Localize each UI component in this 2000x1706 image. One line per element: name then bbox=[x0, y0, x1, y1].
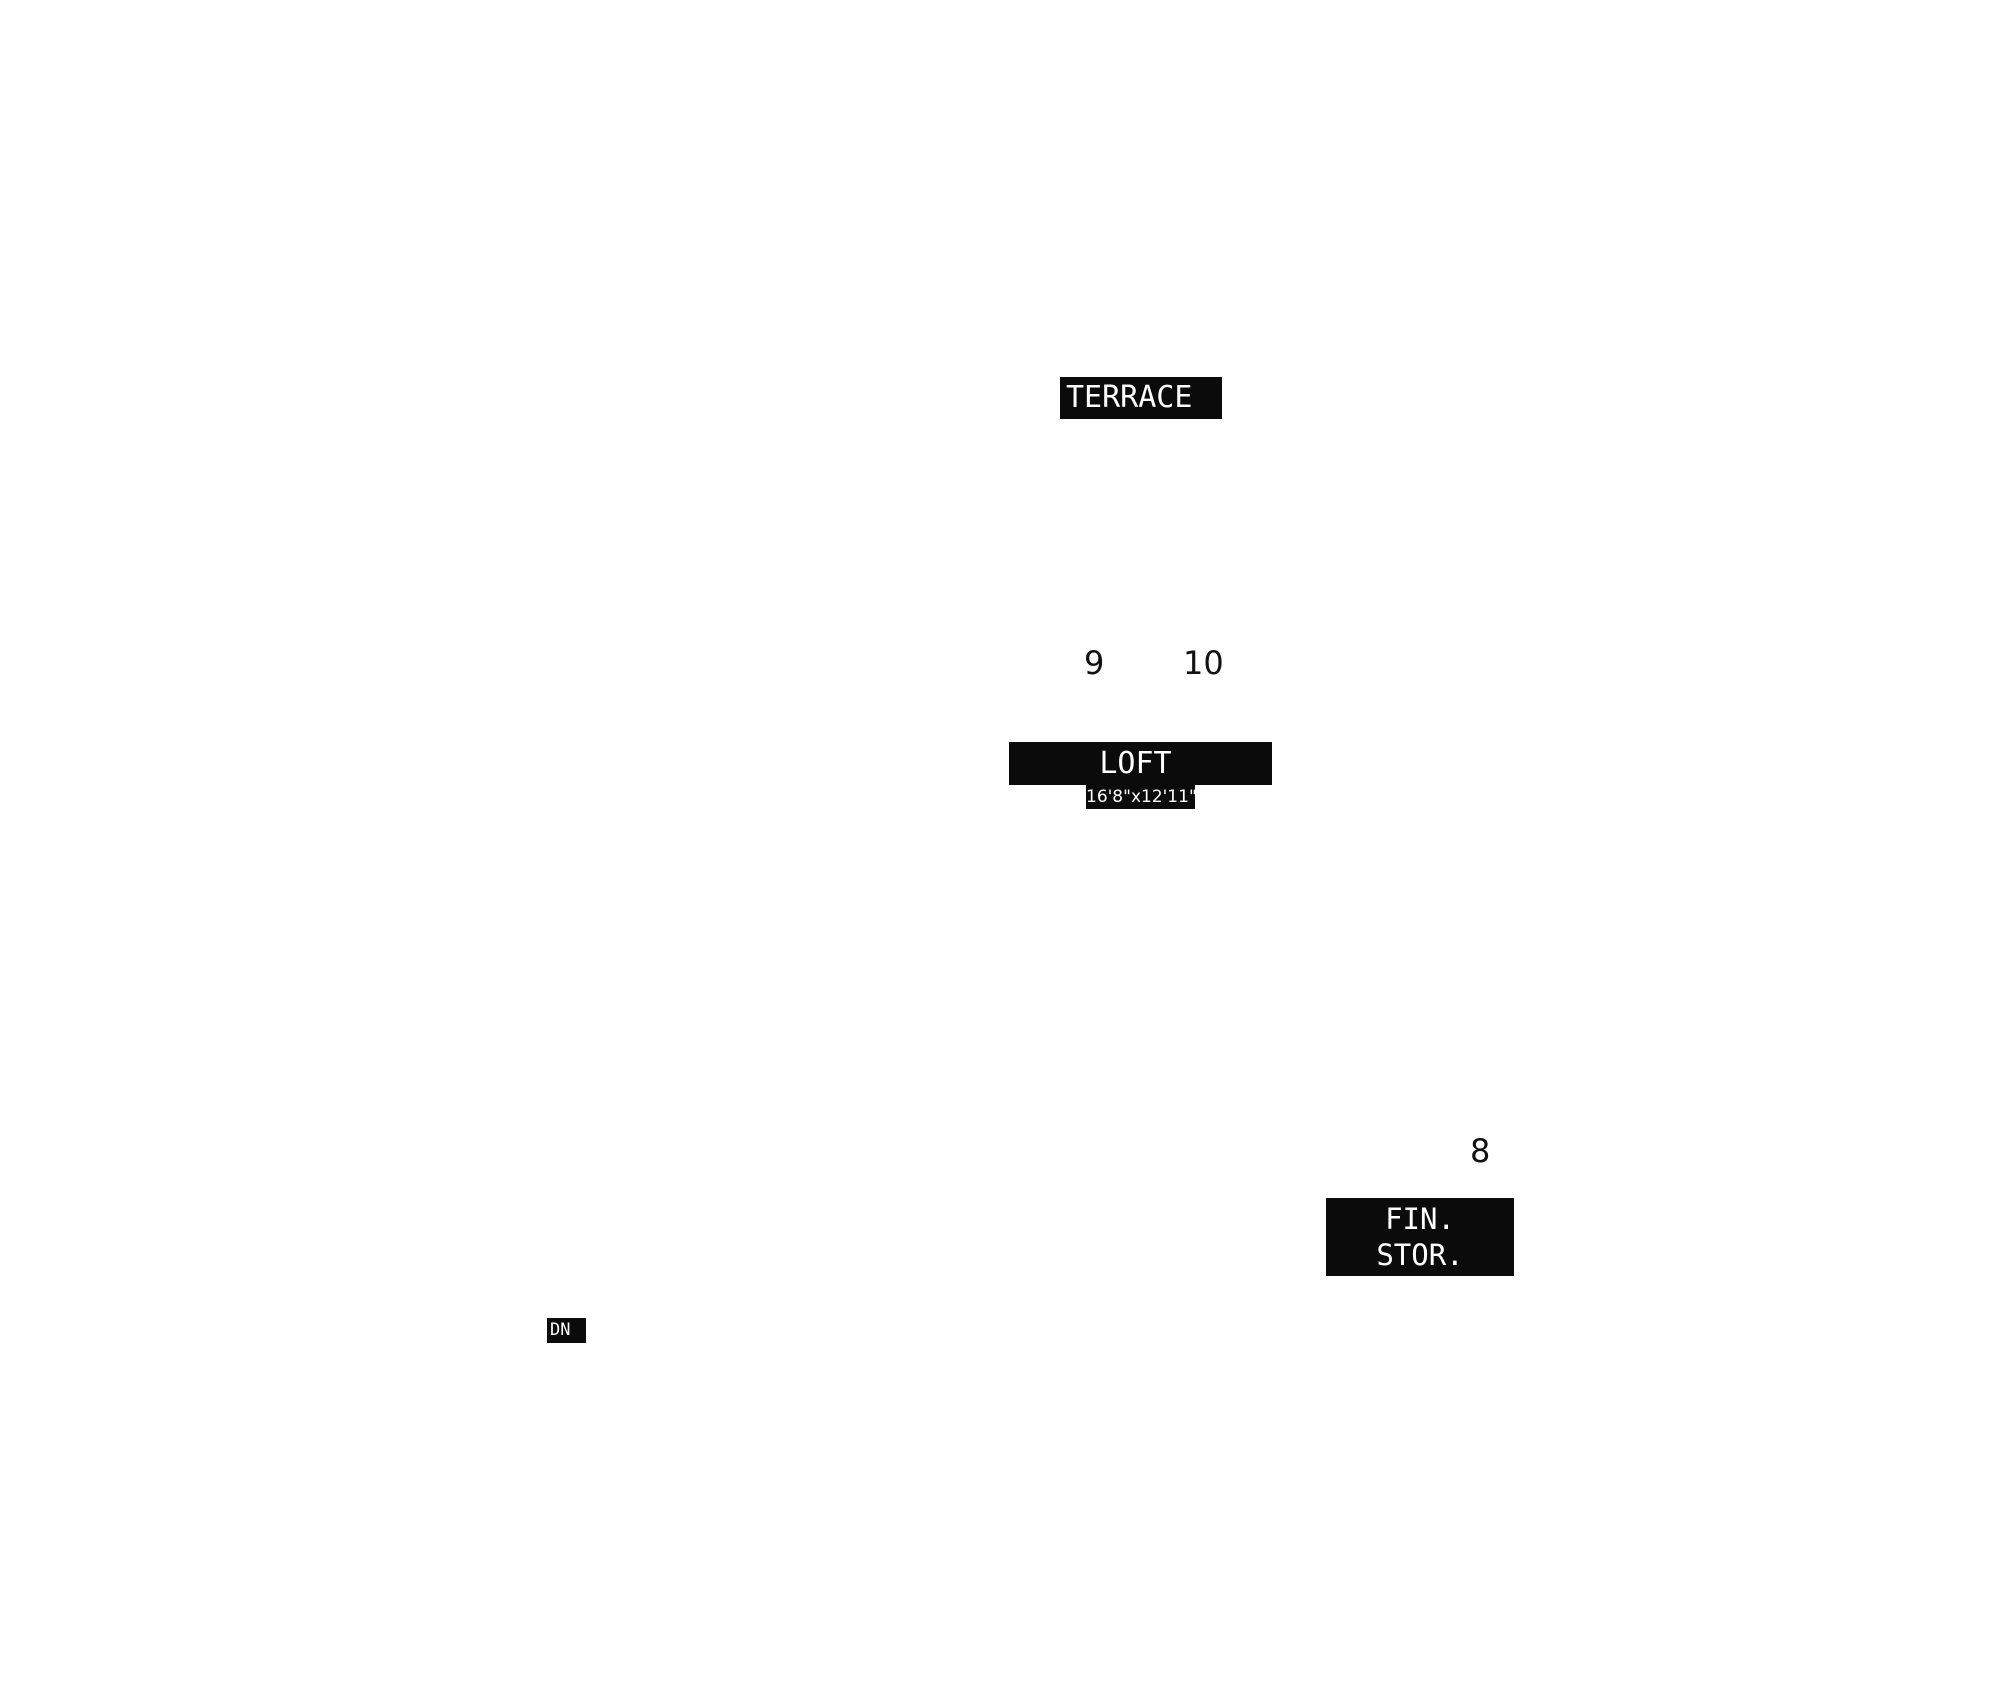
stairs-down-label: DN bbox=[547, 1318, 586, 1343]
marker-8: 8 bbox=[1470, 1132, 1491, 1170]
room-label-finished-storage: FIN. STOR. bbox=[1326, 1198, 1514, 1276]
room-label-terrace: TERRACE bbox=[1060, 377, 1222, 419]
marker-9: 9 bbox=[1084, 644, 1105, 682]
room-dimensions-loft: 16'8"x12'11" bbox=[1086, 785, 1197, 809]
marker-10: 10 bbox=[1183, 644, 1224, 682]
room-label-loft: LOFT bbox=[1009, 742, 1272, 785]
